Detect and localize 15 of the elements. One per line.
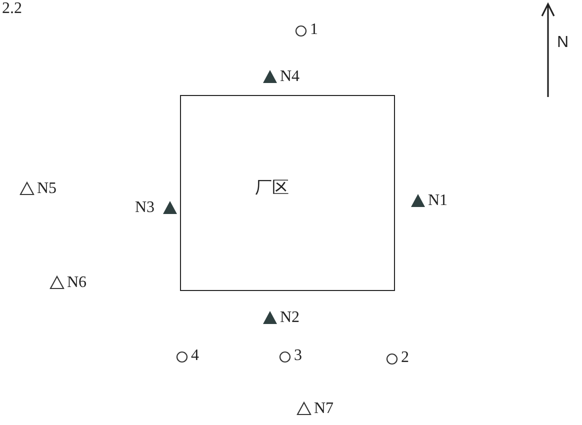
north-label: N xyxy=(557,34,569,52)
sampling-point-label: 3 xyxy=(294,347,302,365)
area-label: 厂区 xyxy=(255,177,289,199)
figure-number: 2.2 xyxy=(2,0,22,18)
monitoring-point-label: N2 xyxy=(280,309,300,327)
monitoring-point-label: N7 xyxy=(314,400,334,418)
sampling-point-label: 2 xyxy=(401,349,409,367)
sampling-point-label: 4 xyxy=(191,347,199,365)
sampling-point-label: 1 xyxy=(310,21,318,39)
monitoring-point-label: N3 xyxy=(135,199,155,217)
plant-boundary xyxy=(180,95,395,291)
monitoring-point-label: N6 xyxy=(67,274,87,292)
monitoring-point-label: N5 xyxy=(37,180,57,198)
monitoring-point-label: N1 xyxy=(428,192,448,210)
monitoring-point-label: N4 xyxy=(280,68,300,86)
